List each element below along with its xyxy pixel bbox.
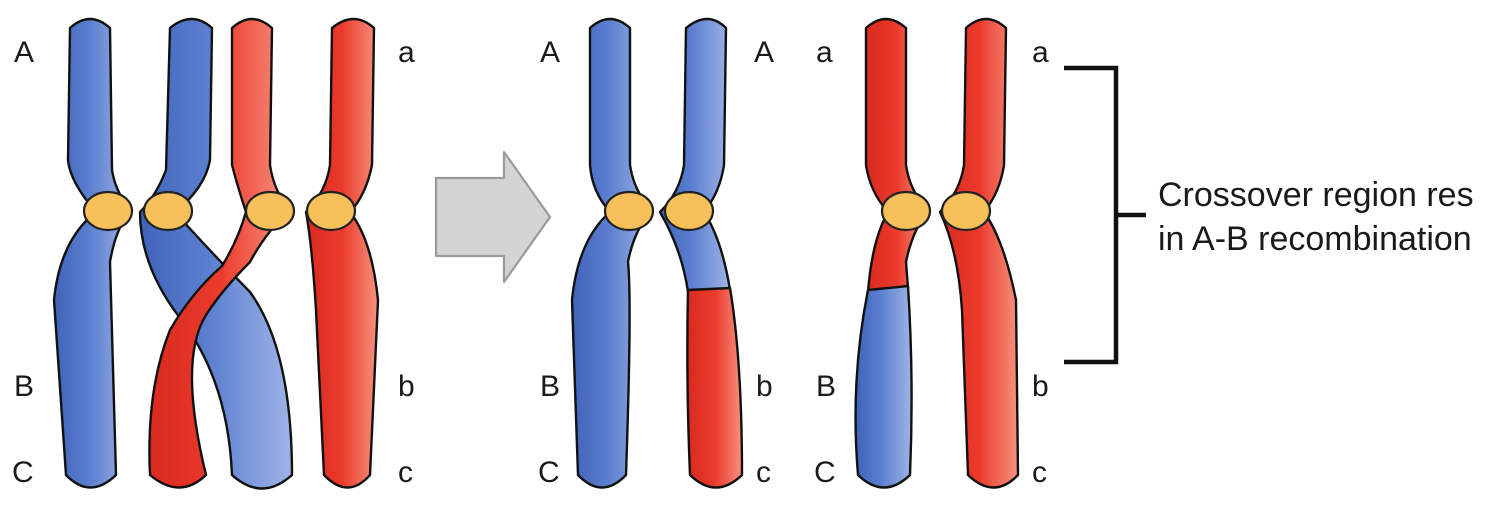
chromatid-abc xyxy=(940,19,1018,488)
chromatid-Abc-upper xyxy=(660,19,730,292)
allele-label-A: A xyxy=(14,36,34,69)
allele-label-c: c xyxy=(398,456,413,489)
recombinant-chromosome-1: A B C A b c xyxy=(538,19,774,489)
allele-label-C: C xyxy=(814,456,836,489)
allele-label-a: a xyxy=(398,36,415,69)
centromere xyxy=(144,192,192,230)
chromatid-Abc-lower xyxy=(687,288,742,488)
allele-label-B: B xyxy=(14,370,34,403)
caption-line-1: Crossover region res xyxy=(1158,176,1474,214)
allele-label-C: C xyxy=(538,456,560,489)
centromere xyxy=(665,192,713,230)
centromere xyxy=(307,192,355,230)
allele-label-C: C xyxy=(12,456,34,489)
allele-label-b: b xyxy=(398,370,415,403)
centromere xyxy=(246,192,294,230)
allele-label-c: c xyxy=(1032,456,1047,489)
chromatid-aBC-upper xyxy=(866,19,928,292)
chromatid-aBC-lower xyxy=(856,286,912,488)
allele-label-c: c xyxy=(756,456,771,489)
crossover-region-bracket xyxy=(1064,68,1146,362)
chromatid-ABC xyxy=(572,19,652,488)
right-arrow-icon xyxy=(436,152,550,282)
allele-label-b: b xyxy=(756,370,773,403)
blue-chromatid-left xyxy=(54,19,132,488)
red-chromatid-right xyxy=(306,19,378,488)
allele-label-b: b xyxy=(1032,370,1049,403)
allele-label-a: a xyxy=(1032,36,1049,69)
allele-label-A: A xyxy=(754,36,774,69)
allele-label-B: B xyxy=(540,370,560,403)
centromere xyxy=(882,192,930,230)
centromere xyxy=(84,192,132,230)
allele-label-A: A xyxy=(540,36,560,69)
allele-label-B: B xyxy=(816,370,836,403)
recombinant-chromosome-2: a B C a b c xyxy=(814,19,1049,489)
centromere xyxy=(605,192,653,230)
centromere xyxy=(942,192,990,230)
before-crossover-group: A B C a b c xyxy=(12,19,415,489)
allele-label-a: a xyxy=(816,36,833,69)
caption-line-2: in A-B recombination xyxy=(1158,220,1472,258)
